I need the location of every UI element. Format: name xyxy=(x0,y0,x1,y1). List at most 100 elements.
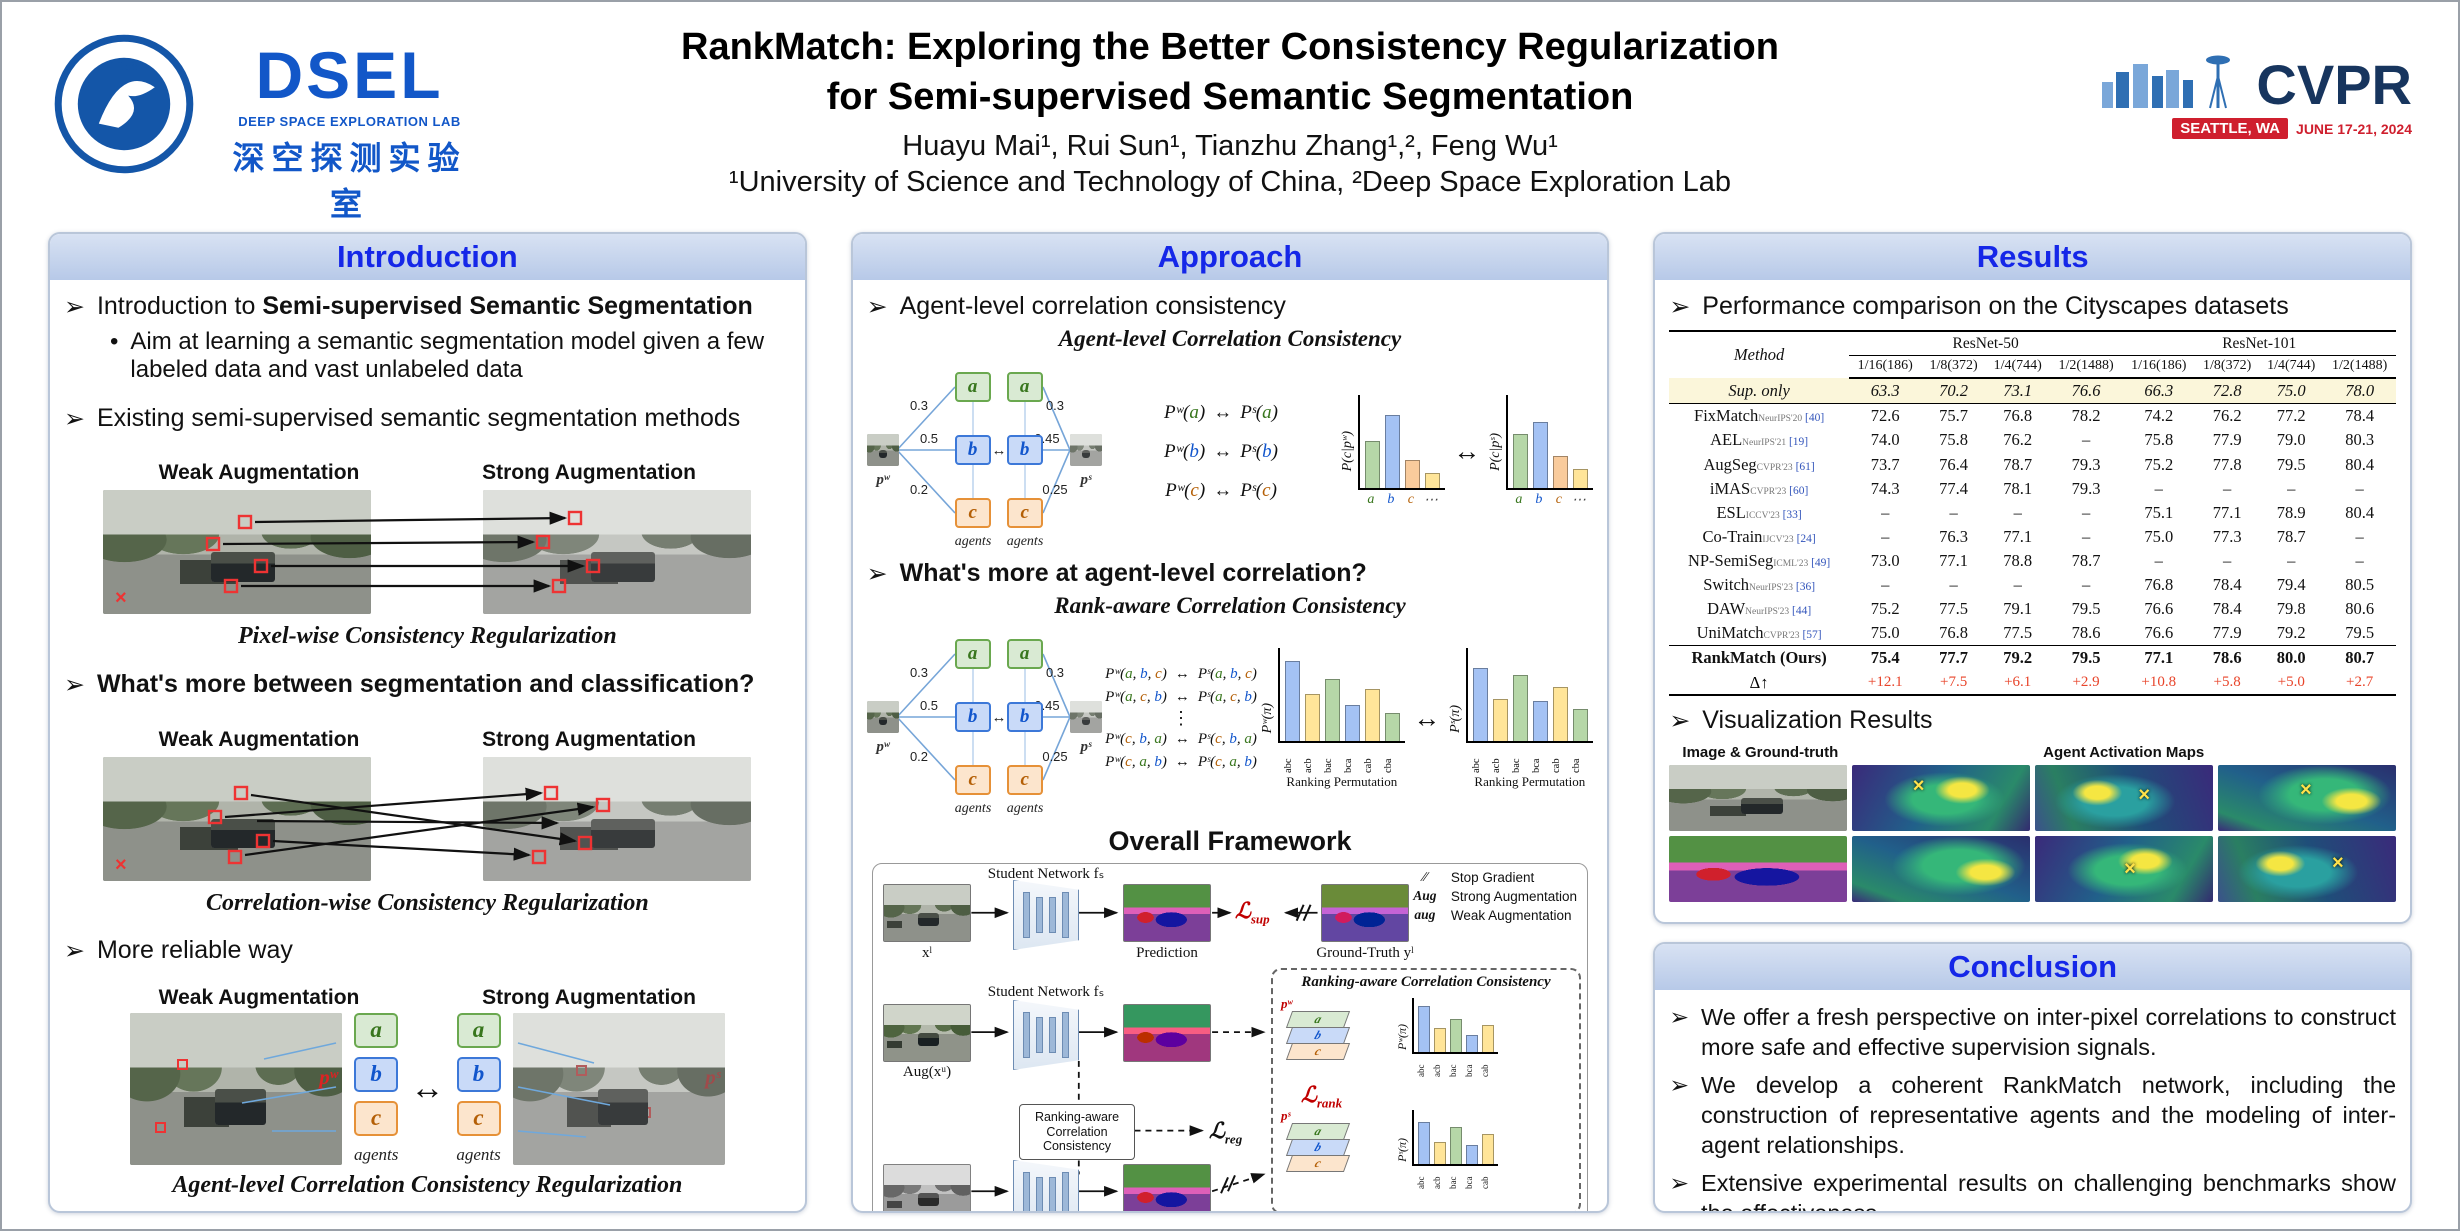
bar xyxy=(1553,455,1569,488)
split-ratio-header-row: 1/16(186)1/8(372)1/4(744)1/2(1488)1/16(1… xyxy=(1669,355,2397,379)
bar xyxy=(1513,675,1529,741)
bar xyxy=(1466,1144,1478,1164)
miou-cell: +12.1 xyxy=(1867,673,1903,690)
miou-cell: 80.5 xyxy=(2345,575,2375,595)
framework-arrows xyxy=(971,904,1318,1197)
svg-text:0.3: 0.3 xyxy=(1046,398,1064,413)
activation-map-thumb: × xyxy=(2035,765,2214,832)
miou-cell: – xyxy=(1881,575,1890,595)
affiliations: ¹University of Science and Technology of… xyxy=(728,166,1732,199)
miou-cell: 77.5 xyxy=(2003,623,2033,643)
student-network-2 xyxy=(1013,1000,1079,1070)
bar xyxy=(1533,422,1549,488)
approach-header: Approach xyxy=(852,234,1608,280)
bar xyxy=(1425,472,1441,488)
bidirectional-arrow-icon: ↔ xyxy=(1413,703,1441,733)
bar xyxy=(1553,686,1569,741)
miou-cell: +5.8 xyxy=(2213,673,2241,690)
permutation-correspondence-list: Pʷ(a, b, c)↔Pˢ(a, b, c)Pʷ(a, c, b)↔Pˢ(a,… xyxy=(1105,666,1257,771)
intro-bullet-whats-more: ➢ What's more between segmentation and c… xyxy=(64,670,791,700)
split-ratio-header: 1/16(186) xyxy=(1848,355,1922,379)
introduction-header: Introduction xyxy=(50,234,805,280)
miou-cell: 72.8 xyxy=(2195,377,2260,404)
region-mark xyxy=(576,1064,588,1076)
miou-cell: 78.9 xyxy=(2276,502,2306,522)
introduction-body: ➢ Introduction to Semi-supervised Semant… xyxy=(50,280,805,1211)
miou-cell: 80.6 xyxy=(2345,599,2375,619)
intro-subbullet-text: Aim at learning a semantic segmentation … xyxy=(130,328,765,383)
weak-prediction-label: pʷ xyxy=(1281,996,1293,1011)
miou-cell: 79.1 xyxy=(2003,599,2033,619)
approach-body: ➢ Agent-level correlation consistency Ag… xyxy=(853,280,1608,1211)
bar xyxy=(1385,414,1401,488)
conclusion-bullet-1: ➢ We offer a fresh perspective on inter-… xyxy=(1669,1002,2396,1062)
bar-plot xyxy=(1412,1110,1498,1166)
legend-strong-augmentation: Aug Strong Augmentation xyxy=(1407,888,1577,904)
bar xyxy=(1418,1121,1430,1164)
method-cell: Co-TrainIJCV'23 [24] xyxy=(1702,526,1816,546)
results-table: Method ResNet-50 ResNet-101 1/16(186)1/8… xyxy=(1669,330,2397,697)
agent-c: c xyxy=(1006,765,1043,795)
miou-cell: – xyxy=(2013,575,2022,595)
agent-b: b xyxy=(456,1056,501,1092)
bar xyxy=(1365,441,1381,488)
bullet-arrow-icon: ➢ xyxy=(866,293,888,321)
dsel-logo: DSEL DEEP SPACE EXPLORATION LAB 深空探测实验室 xyxy=(217,42,482,225)
weak-aug-icon: aug xyxy=(1414,907,1436,922)
column-introduction: Introduction ➢ Introduction to Semi-supe… xyxy=(48,232,807,1213)
agents-strong-column: a b c agents xyxy=(456,1012,501,1165)
stop-gradient-icon: ∕∕ xyxy=(1422,869,1428,884)
miou-cell: – xyxy=(2154,551,2163,570)
bidirectional-arrow-icon: ↔ xyxy=(1453,436,1481,466)
miou-cell: 77.4 xyxy=(1939,478,1969,498)
conclusion-title: Conclusion xyxy=(1948,949,2118,984)
correspondence-row: Pʷ(a, c, b)↔Pˢ(a, c, b) xyxy=(1105,689,1257,706)
conclusion-header: Conclusion xyxy=(1655,944,2411,990)
weak-augmented-thumb xyxy=(883,1164,971,1211)
agent-marker-icon: × xyxy=(2124,857,2136,880)
agent-marker-icon: × xyxy=(2331,852,2344,875)
conclusion-bullet-1-text: We offer a fresh perspective on inter-pi… xyxy=(1701,1004,2397,1061)
bar-plot xyxy=(1506,394,1594,490)
results-title: Results xyxy=(1976,239,2089,274)
svg-text:agents: agents xyxy=(954,801,991,816)
miou-cell: 72.6 xyxy=(1870,406,1900,426)
overall-framework-figure: xˡ Aug(xᵘ) aug(xᵘ) Student Network fₛ St… xyxy=(872,863,1588,1211)
legend-weak-augmentation: aug Weak Augmentation xyxy=(1407,907,1577,923)
strong-augmentation-label: Strong Augmentation xyxy=(482,727,696,751)
miou-cell: 77.1 xyxy=(2212,502,2242,522)
agent-a: a xyxy=(456,1012,501,1048)
method-cell: AugSegCVPR'23 [61] xyxy=(1703,454,1815,474)
split-ratio-header: 1/4(744) xyxy=(2259,355,2324,379)
bullet-arrow-icon: ➢ xyxy=(64,404,85,433)
intro-bullet-topic-text: Introduction to Semi-supervised Semantic… xyxy=(96,292,753,320)
chart-y-title: Pˢ(π) xyxy=(1448,704,1464,733)
miou-cell: 79.2 xyxy=(2276,623,2306,643)
miou-cell: 78.7 xyxy=(2003,454,2033,474)
method-cell: iMASCVPR'23 [60] xyxy=(1709,478,1809,498)
visualization-grid: × × × × × xyxy=(1669,765,2397,903)
correspondence-row: Pʷ(c, a, b)↔Pˢ(c, a, b) xyxy=(1105,753,1257,770)
conclusion-bullet-2: ➢ We develop a coherent RankMatch networ… xyxy=(1669,1070,2396,1160)
agent-c: c xyxy=(1006,498,1043,528)
method-cell: DAWNeurIPS'23 [44] xyxy=(1707,599,1812,619)
svg-text:agents: agents xyxy=(954,534,991,549)
miou-cell: – xyxy=(2355,551,2364,570)
method-cell: NP-SemiSegICML'23 [49] xyxy=(1687,551,1831,570)
student-network-1 xyxy=(1013,880,1079,950)
bullet-arrow-icon: ➢ xyxy=(1669,1072,1690,1099)
agent-c: c xyxy=(354,1100,399,1136)
weak-augmentation-label: Weak Augmentation xyxy=(158,727,360,751)
miou-cell: 77.1 xyxy=(1939,551,1969,570)
miou-cell: – xyxy=(2223,478,2232,498)
results-header: Results xyxy=(1655,234,2411,280)
bar xyxy=(1385,712,1401,741)
intro-bullet-reliable-text: More reliable way xyxy=(96,936,293,965)
bar-plot xyxy=(1412,998,1498,1054)
region-mark xyxy=(155,1122,167,1134)
